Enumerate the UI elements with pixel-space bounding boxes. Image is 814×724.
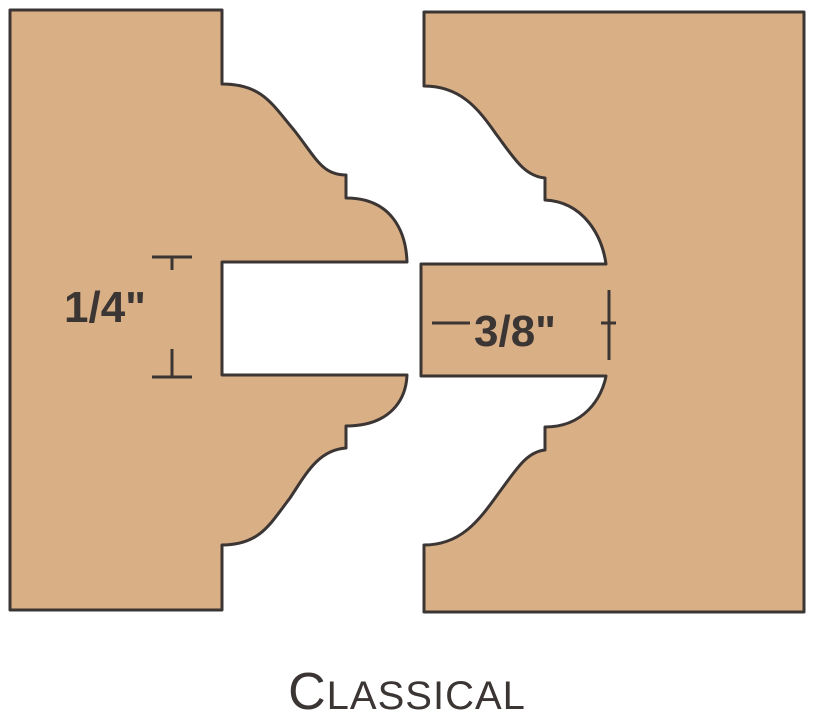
left-profile-block bbox=[8, 8, 409, 612]
left-dimension-label: 1/4" bbox=[64, 283, 146, 332]
right-dimension-marker bbox=[432, 290, 616, 360]
left-dimension-marker bbox=[152, 255, 192, 379]
caption-initial: C bbox=[288, 663, 327, 721]
caption-text: lassical bbox=[326, 674, 526, 718]
profile-caption: Classical bbox=[0, 662, 814, 722]
right-profile-block bbox=[419, 10, 806, 614]
right-dimension-label: 3/8" bbox=[474, 307, 556, 356]
